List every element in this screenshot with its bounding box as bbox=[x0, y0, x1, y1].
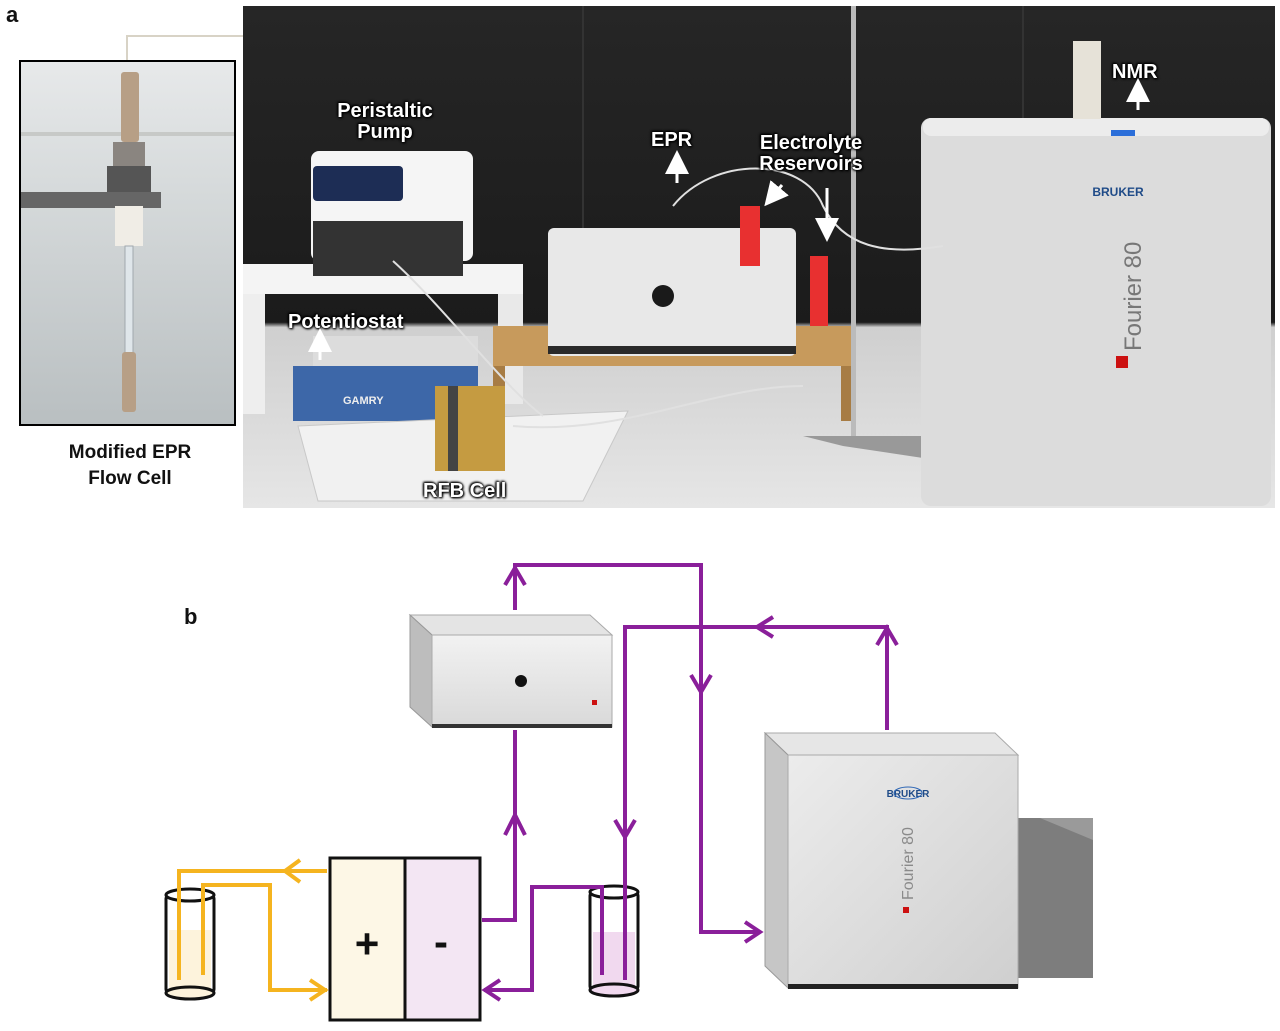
label-arrows bbox=[308, 78, 1150, 360]
purple-epr-to-nmr bbox=[513, 563, 760, 934]
purple-arrow-up-3 bbox=[875, 624, 899, 647]
bruker-logo-text-b: BRUKER bbox=[887, 789, 931, 800]
epr-flow-cell-photo bbox=[19, 60, 236, 426]
purple-arrow-up-1 bbox=[503, 810, 527, 836]
negative-half-cell bbox=[403, 856, 482, 1022]
negative-reservoir bbox=[588, 884, 640, 998]
minus-sign: - bbox=[434, 918, 448, 965]
purple-cell-to-epr bbox=[482, 730, 517, 922]
lab-setup-illustration: BRUKER Fourier 80 GAMRY bbox=[243, 6, 1271, 506]
purple-arrow-right bbox=[743, 920, 764, 944]
purple-arrow-up-2 bbox=[503, 564, 527, 587]
yellow-arrowhead-right bbox=[308, 978, 329, 1002]
positive-electrolyte-flow bbox=[177, 858, 329, 1002]
potentiostat-label: Potentiostat bbox=[288, 311, 404, 333]
negative-electrolyte-flow bbox=[481, 563, 899, 1002]
yellow-arrowhead-left bbox=[281, 858, 302, 884]
electrolyte-reservoirs-label: Electrolyte Reservoirs bbox=[742, 133, 880, 175]
flow-cell-illustration bbox=[21, 72, 234, 412]
lab-setup-photo: BRUKER Fourier 80 GAMRY bbox=[243, 6, 1275, 508]
yellow-line-in bbox=[201, 883, 327, 992]
rfb-cell-label: RFB Cell bbox=[423, 480, 507, 502]
pump-label-line2: Pump bbox=[357, 121, 413, 143]
purple-arrow-into-cell bbox=[481, 978, 502, 1002]
nmr-red-marker bbox=[1116, 356, 1128, 368]
reservoirs-label-line2: Reservoirs bbox=[759, 153, 863, 175]
fourier-label-b: Fourier 80 bbox=[900, 827, 917, 900]
nmr-spectrometer-box: BRUKER Fourier 80 bbox=[763, 731, 1093, 990]
inset-caption-line2: Flow Cell bbox=[88, 468, 172, 489]
positive-reservoir bbox=[164, 887, 216, 1001]
panel-a-letter: a bbox=[6, 2, 19, 27]
peristaltic-pump-label: Peristaltic Pump bbox=[320, 101, 450, 143]
inset-caption: Modified EPR Flow Cell bbox=[40, 440, 220, 492]
reservoirs-label-line1: Electrolyte bbox=[759, 132, 863, 154]
gamry-label: GAMRY bbox=[343, 395, 384, 407]
plus-sign: + bbox=[355, 920, 380, 967]
purple-arrow-down-2 bbox=[613, 818, 637, 841]
pump-label-line1: Peristaltic bbox=[337, 100, 433, 122]
positive-half-cell bbox=[328, 856, 407, 1022]
inset-caption-line1: Modified EPR bbox=[68, 442, 192, 463]
rfb-cell-schematic: + - bbox=[328, 856, 482, 1022]
reservoir-arrow-1 bbox=[764, 180, 789, 207]
epr-label: EPR bbox=[651, 129, 693, 151]
yellow-line-out bbox=[177, 869, 327, 980]
purple-arrow-down-1 bbox=[689, 673, 713, 696]
flow-schematic: BRUKER Fourier 80 + - bbox=[164, 563, 1093, 1022]
bruker-logo-text: BRUKER bbox=[1092, 185, 1144, 199]
purple-arrow-left bbox=[753, 615, 775, 639]
purple-reservoir-to-cell bbox=[484, 885, 604, 992]
panel-b-letter: b bbox=[184, 604, 198, 629]
nmr-label: NMR bbox=[1112, 61, 1158, 83]
epr-spectrometer-box bbox=[408, 613, 614, 729]
fourier-label: Fourier 80 bbox=[1120, 242, 1147, 351]
